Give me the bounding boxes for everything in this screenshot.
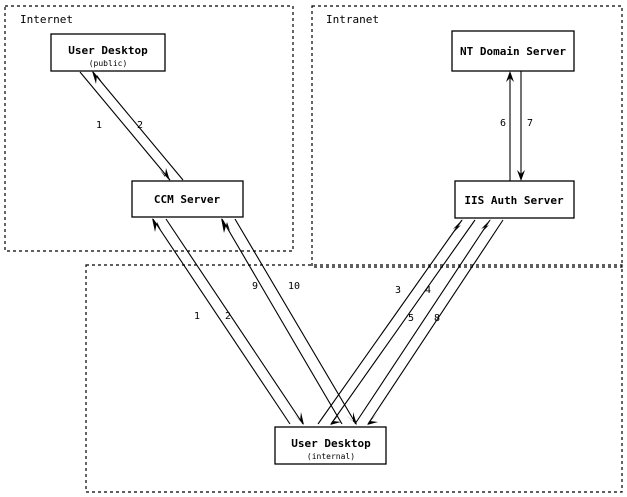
node-ccm-server[interactable]: CCM Server xyxy=(131,180,244,218)
flow-line-10 xyxy=(234,218,357,425)
flow-line-1-public xyxy=(79,71,171,181)
flow-line-9 xyxy=(221,218,343,425)
flow-step-label-3: 3 xyxy=(395,285,401,296)
node-user-desktop-internal[interactable]: User Desktop (internal) xyxy=(274,426,387,465)
node-title-iis-auth-server: IIS Auth Server xyxy=(464,194,564,207)
flow-line-5 xyxy=(354,219,491,425)
zone-internal-boundary xyxy=(85,264,623,493)
node-box-nt-domain-server[interactable] xyxy=(451,30,575,72)
flow-step-label-1-public: 1 xyxy=(96,120,102,131)
arrowhead-7 xyxy=(517,170,525,181)
node-subtitle-user-desktop-internal: (internal) xyxy=(307,452,355,461)
flow-line-3 xyxy=(317,219,463,425)
flow-step-label-9: 9 xyxy=(252,281,258,292)
arrowhead-9 xyxy=(221,218,230,233)
zone-label-intranet: Intranet xyxy=(326,13,379,26)
connector-group-iis-nt xyxy=(506,71,525,181)
node-title-nt-domain-server: NT Domain Server xyxy=(460,45,566,58)
arrowhead-3 xyxy=(453,219,463,232)
node-nt-domain-server[interactable]: NT Domain Server xyxy=(451,30,575,72)
flow-step-label-2-internal: 2 xyxy=(225,311,231,322)
node-title-user-desktop-internal: User Desktop xyxy=(291,437,371,450)
node-user-desktop-public[interactable]: User Desktop (public) xyxy=(50,33,166,72)
connector-group-internal-ccm-12 xyxy=(152,218,304,425)
connector-group-internal-iis-58 xyxy=(354,219,504,425)
arrowhead-5 xyxy=(481,219,491,232)
node-box-iis-auth-server[interactable] xyxy=(454,180,575,219)
flow-step-label-8: 8 xyxy=(434,313,440,324)
arrowhead-2-public xyxy=(92,71,102,84)
flow-line-2-internal xyxy=(165,218,304,425)
node-title-ccm-server: CCM Server xyxy=(154,193,221,206)
arrowhead-6 xyxy=(506,71,514,82)
zone-label-internet: Internet xyxy=(20,13,73,26)
node-subtitle-user-desktop-public: (public) xyxy=(89,59,128,68)
zone-intranet-boundary xyxy=(311,5,623,268)
node-iis-auth-server[interactable]: IIS Auth Server xyxy=(454,180,575,219)
flow-step-label-7: 7 xyxy=(527,118,533,129)
node-title-user-desktop-public: User Desktop xyxy=(68,44,148,57)
node-box-user-desktop-public[interactable] xyxy=(50,33,166,72)
flow-step-label-6: 6 xyxy=(500,118,506,129)
arrowhead-4 xyxy=(330,414,341,425)
arrowhead-1-public xyxy=(160,168,170,181)
node-box-user-desktop-internal[interactable] xyxy=(274,426,387,465)
node-box-ccm-server[interactable] xyxy=(131,180,244,218)
arrowhead-8 xyxy=(367,414,378,425)
flow-line-1-internal xyxy=(152,218,291,425)
connector-group-internal-ccm-910 xyxy=(221,218,357,425)
flow-step-label-4: 4 xyxy=(425,285,431,296)
zone-internet-boundary xyxy=(4,5,294,252)
flow-line-8 xyxy=(367,219,504,425)
arrowhead-1-internal xyxy=(152,218,161,232)
connector-group-public-ccm xyxy=(79,71,184,181)
flow-step-label-2-public: 2 xyxy=(137,120,143,131)
connector-group-internal-iis-34 xyxy=(317,219,476,425)
arrowhead-2-internal xyxy=(294,412,304,425)
flow-line-4 xyxy=(330,219,476,425)
flow-line-2-public xyxy=(92,71,184,181)
flow-step-label-5: 5 xyxy=(408,313,414,324)
flow-step-label-10: 10 xyxy=(288,281,300,292)
arrowhead-10 xyxy=(346,412,357,425)
flow-step-label-1-internal: 1 xyxy=(194,311,200,322)
